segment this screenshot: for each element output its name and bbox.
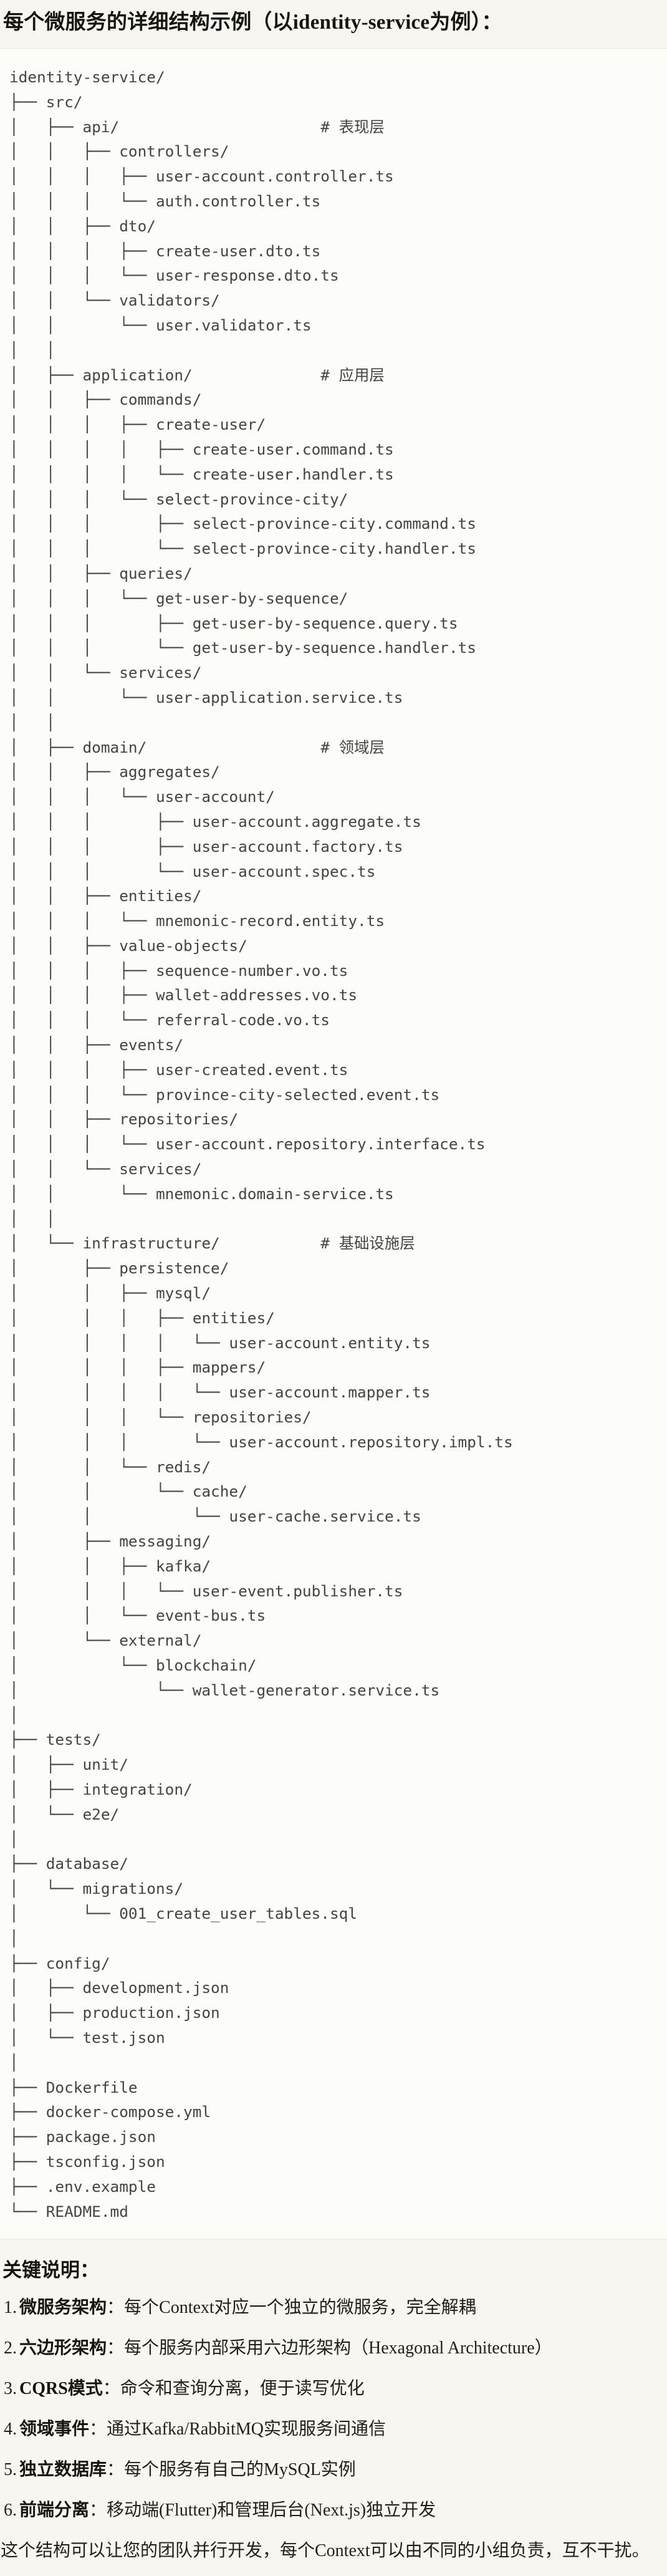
note-number: 1. xyxy=(4,2298,17,2318)
note-term: 独立数据库 xyxy=(19,2460,107,2480)
note-term: 领域事件 xyxy=(19,2419,90,2439)
note-number: 3. xyxy=(4,2379,17,2399)
note-term: CQRS模式 xyxy=(19,2379,103,2399)
note-desc: ：每个服务有自己的MySQL实例 xyxy=(107,2460,356,2480)
note-desc: ：命令和查询分离，便于读写优化 xyxy=(102,2379,365,2399)
note-number: 5. xyxy=(4,2460,17,2480)
note-desc: ：通过Kafka/RabbitMQ实现服务间通信 xyxy=(89,2419,386,2439)
note-item-independent-db: 5.独立数据库：每个服务有自己的MySQL实例 xyxy=(4,2458,667,2482)
note-item-microservice: 1.微服务架构：每个Context对应一个独立的微服务，完全解耦 xyxy=(4,2295,667,2320)
note-number: 6. xyxy=(4,2501,17,2521)
notes-heading: 关键说明： xyxy=(2,2259,99,2282)
note-item-cqrs: 3.CQRS模式：命令和查询分离，便于读写优化 xyxy=(4,2376,667,2401)
note-item-frontend-separation: 6.前端分离：移动端(Flutter)和管理后台(Next.js)独立开发 xyxy=(4,2498,667,2523)
note-desc: ：每个服务内部采用六边形架构（Hexagonal Architecture） xyxy=(107,2338,552,2358)
note-number: 2. xyxy=(4,2338,17,2358)
page-title: 每个微服务的详细结构示例（以identity-service为例）： xyxy=(3,11,502,34)
closing-paragraph: 这个结构可以让您的团队并行开发，每个Context可以由不同的小组负责，互不干扰… xyxy=(1,2541,650,2561)
directory-tree-code-block: identity-service/ ├── src/ │ ├── api/ # … xyxy=(0,48,667,2240)
note-term: 微服务架构 xyxy=(19,2298,107,2318)
note-item-domain-events: 4.领域事件：通过Kafka/RabbitMQ实现服务间通信 xyxy=(4,2417,667,2442)
note-term: 六边形架构 xyxy=(19,2338,107,2358)
note-item-hexagonal: 2.六边形架构：每个服务内部采用六边形架构（Hexagonal Architec… xyxy=(4,2336,667,2361)
note-desc: ：每个Context对应一个独立的微服务，完全解耦 xyxy=(107,2298,476,2318)
note-term: 前端分离 xyxy=(19,2501,90,2521)
note-number: 4. xyxy=(4,2419,17,2439)
note-desc: ：移动端(Flutter)和管理后台(Next.js)独立开发 xyxy=(89,2501,436,2521)
notes-list: 1.微服务架构：每个Context对应一个独立的微服务，完全解耦 2.六边形架构… xyxy=(0,2295,667,2523)
